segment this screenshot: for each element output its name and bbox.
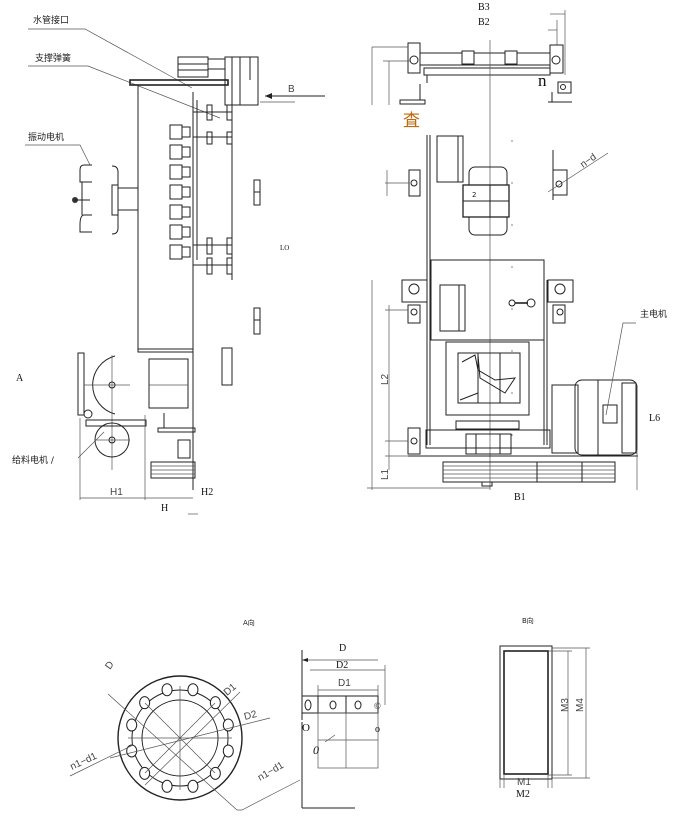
view-a-marker: A bbox=[16, 373, 24, 384]
view-b-detail: B向 M3 M4 M1 M2 bbox=[499, 616, 590, 800]
flange-front bbox=[69, 675, 301, 811]
side-d1-label: D1 bbox=[338, 678, 351, 689]
m3-dimension: M3 bbox=[560, 698, 571, 712]
l1-dimension: L1 bbox=[380, 468, 391, 480]
base-plates bbox=[442, 461, 616, 487]
copyright-mark: © bbox=[374, 701, 381, 711]
bolt-hole bbox=[209, 696, 221, 710]
main-motor-label: 主电机 bbox=[640, 308, 667, 320]
feeder-assembly bbox=[77, 352, 189, 470]
top-drive-assembly bbox=[129, 56, 259, 106]
bolt-hole bbox=[187, 683, 199, 697]
o-right-label: o bbox=[375, 724, 380, 735]
flange-side bbox=[301, 650, 386, 809]
view-a-detail: A向 D D1 D2 n1−d1 n1−d1 bbox=[69, 618, 386, 811]
bolt-hole bbox=[139, 696, 151, 710]
b1-dimension: B1 bbox=[514, 492, 526, 503]
leader-lines bbox=[25, 28, 221, 166]
b3-dimension: B3 bbox=[478, 2, 490, 13]
vibration-motor-label: 振动电机 bbox=[28, 131, 64, 143]
flange-connections bbox=[193, 104, 233, 275]
n-label: n bbox=[538, 71, 547, 90]
flange-n1-d1-right-label: n1−d1 bbox=[256, 760, 286, 784]
h-dimensions bbox=[79, 415, 198, 515]
o-left-label: O bbox=[302, 722, 310, 734]
h-dimension: H bbox=[161, 503, 168, 514]
bolt-hole bbox=[126, 744, 138, 758]
bolt-hole bbox=[222, 744, 234, 758]
lo-label: LO bbox=[280, 244, 289, 252]
vibration-motor bbox=[72, 164, 138, 235]
bolt-hole bbox=[161, 779, 173, 793]
side-view: 水管接口 支撑弹簧 振动电机 B bbox=[12, 14, 325, 515]
side-d2-label: D2 bbox=[336, 660, 348, 671]
support-spring-label: 支撑弹簧 bbox=[35, 52, 71, 64]
m1-dimension: M1 bbox=[517, 777, 531, 788]
m2-dimension: M2 bbox=[516, 789, 530, 800]
two-label: 2 bbox=[472, 191, 476, 199]
b-direction-arrow bbox=[260, 93, 325, 103]
top-height-dimensions bbox=[371, 46, 410, 105]
l-dimensions bbox=[367, 280, 638, 490]
l6-dimension: L6 bbox=[649, 413, 660, 424]
h1-dimension: H1 bbox=[110, 487, 123, 498]
water-inlet-label: 水管接口 bbox=[33, 14, 69, 26]
side-d-label: D bbox=[339, 643, 346, 654]
view-a-title: A向 bbox=[243, 618, 255, 627]
bottom-plates bbox=[150, 413, 196, 479]
view-b-marker: B bbox=[288, 84, 295, 95]
front-view: B3 B2 n 査 bbox=[367, 2, 667, 503]
side-small-brackets bbox=[221, 179, 261, 386]
main-motor bbox=[551, 322, 638, 456]
bolt-hole bbox=[209, 766, 221, 780]
b2-dimension: B2 bbox=[478, 17, 490, 28]
bolt-hole bbox=[187, 779, 199, 793]
feed-motor-label: 给料电机 / bbox=[12, 454, 55, 466]
top-beam-assembly bbox=[399, 10, 572, 105]
n-d-label: n−d bbox=[578, 152, 598, 171]
cha-label: 査 bbox=[403, 111, 420, 130]
bolt-hole bbox=[126, 718, 138, 732]
flange-d-label: D bbox=[103, 659, 116, 671]
zero-label: 0 bbox=[313, 743, 319, 757]
flange-d2-label: D2 bbox=[243, 709, 259, 723]
bolt-hole bbox=[139, 766, 151, 780]
view-b-title: B向 bbox=[522, 616, 534, 625]
spring-column bbox=[169, 124, 191, 260]
m4-dimension: M4 bbox=[575, 698, 586, 712]
l2-dimension: L2 bbox=[380, 373, 391, 385]
front-body-lower bbox=[401, 259, 638, 457]
bolt-hole bbox=[161, 683, 173, 697]
h2-dimension: H2 bbox=[201, 487, 213, 498]
